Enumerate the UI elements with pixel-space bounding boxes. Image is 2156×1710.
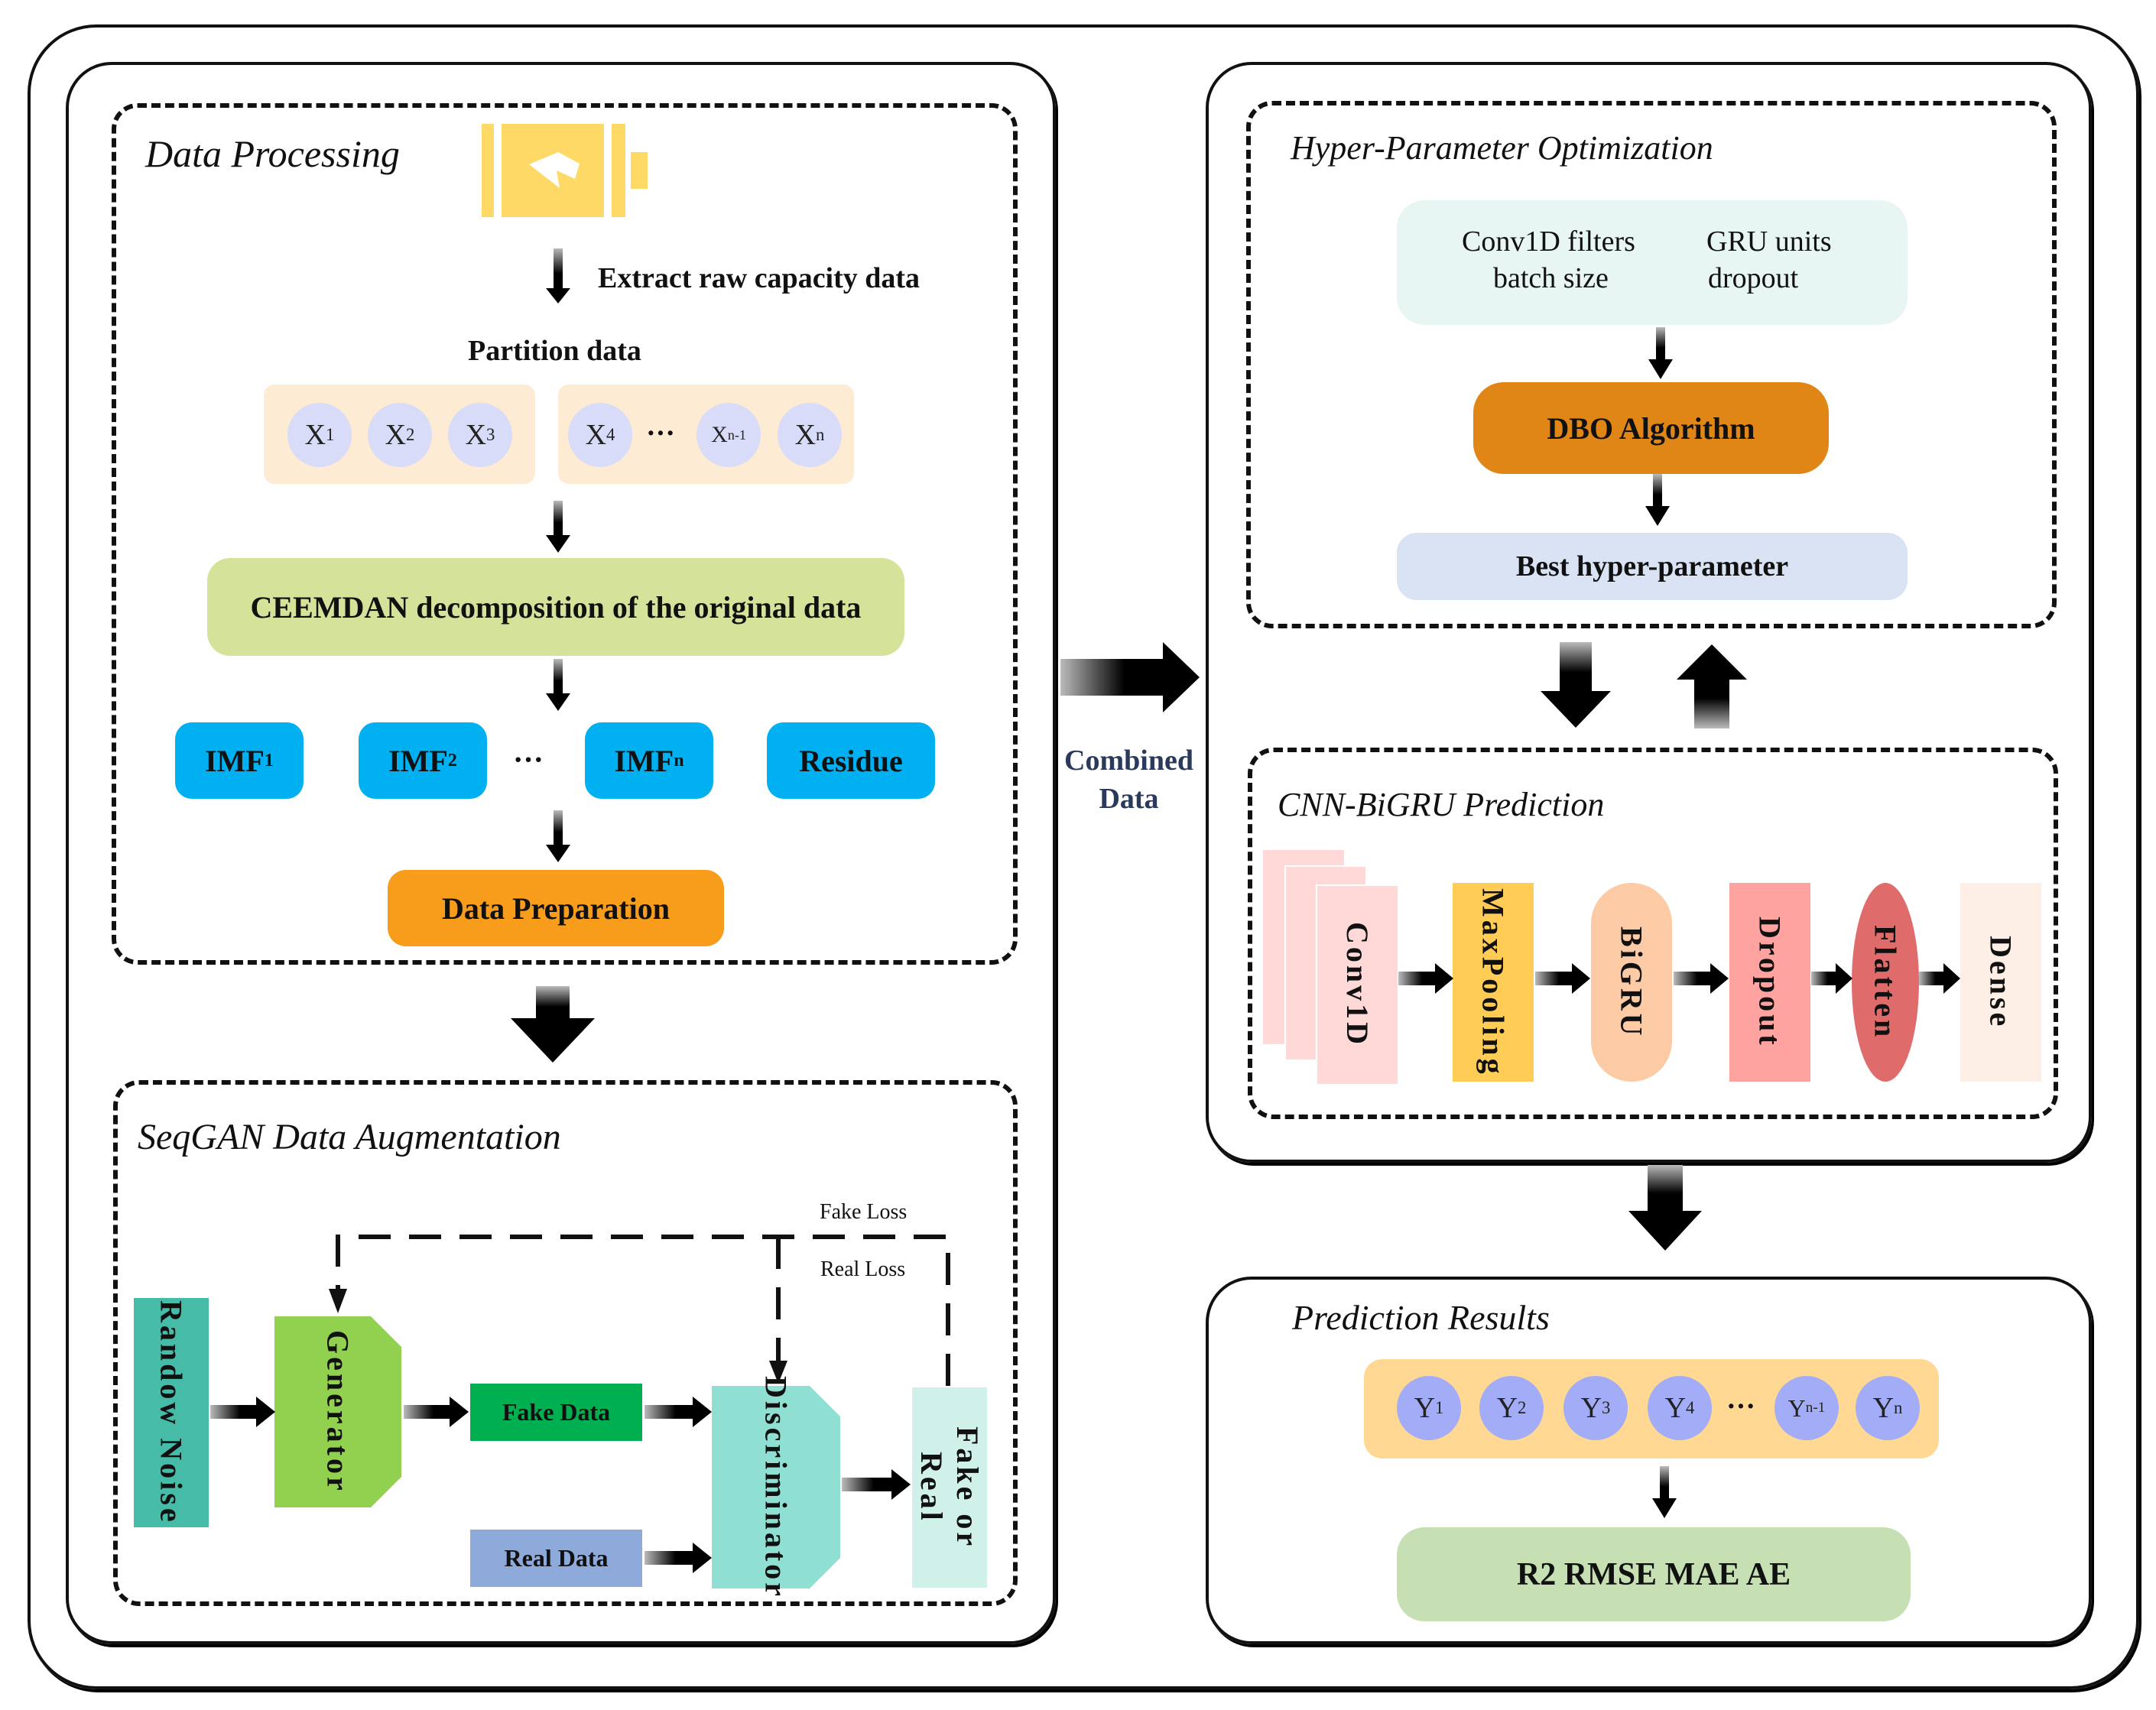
hyper-params-box: Conv1D filters GRU units batch size drop… — [1397, 200, 1908, 325]
param-gru-units: GRU units — [1706, 226, 1832, 258]
conv1d-layer: Conv1D — [1263, 850, 1398, 1084]
arrow-down-outputs-metrics — [1652, 1466, 1677, 1518]
bigru-layer: BiGRU — [1591, 883, 1672, 1082]
metrics-box: R2 RMSE MAE AE — [1397, 1527, 1911, 1621]
fake-or-real-block: Fake or Real — [912, 1387, 987, 1588]
arrow-right-discriminator-output — [842, 1469, 911, 1500]
data-processing-section — [112, 103, 1018, 965]
imf-ellipsis: ··· — [513, 742, 544, 777]
arrow-right-conv-maxpool — [1398, 963, 1453, 994]
data-preparation-box: Data Preparation — [388, 870, 724, 946]
dropout-layer: Dropout — [1729, 883, 1810, 1082]
x-ellipsis: ··· — [646, 417, 676, 449]
dbo-algorithm-box: DBO Algorithm — [1473, 382, 1829, 474]
arrow-down-to-results — [1628, 1165, 1702, 1251]
arrow-right-flatten-dense — [1919, 963, 1960, 994]
residue-box: Residue — [767, 722, 935, 799]
prediction-results-panel — [1206, 1277, 2092, 1644]
maxpooling-layer: MaxPooling — [1453, 883, 1534, 1082]
arrow-down-dbo-best — [1645, 474, 1670, 526]
hyper-parameter-section — [1246, 101, 2057, 628]
arrow-down-params-dbo — [1648, 327, 1673, 379]
cnn-bigru-section — [1248, 748, 2058, 1119]
y-ellipsis: ··· — [1726, 1390, 1756, 1423]
arrow-right-noise-generator — [210, 1397, 275, 1427]
cnn-bigru-title: CNN-BiGRU Prediction — [1278, 786, 1605, 823]
param-dropout: dropout — [1708, 262, 1799, 294]
arrow-up-to-hyper — [1677, 644, 1747, 728]
arrow-right-generator-fake — [404, 1397, 469, 1427]
param-batch-size: batch size — [1493, 262, 1609, 294]
arrow-down-partition — [546, 501, 570, 553]
left-panel — [66, 62, 1056, 1644]
discriminator-block: Discriminator — [712, 1376, 840, 1598]
arrow-down-to-seqgan — [511, 986, 595, 1063]
partition-label: Partition data — [468, 335, 641, 367]
arrow-right-combined — [1060, 642, 1200, 712]
arrow-right-fake-discriminator — [645, 1397, 712, 1427]
battery-charging-icon — [482, 124, 650, 219]
arrow-right-dropout-flatten — [1811, 963, 1852, 994]
seqgan-section — [113, 1080, 1018, 1606]
random-noise-block: Randow Noise — [134, 1298, 209, 1527]
dense-layer: Dense — [1960, 883, 2041, 1082]
arrow-down-ceemdan — [546, 659, 570, 711]
real-loss-label: Real Loss — [820, 1257, 906, 1281]
data-processing-title: Data Processing — [145, 132, 400, 175]
extract-label: Extract raw capacity data — [598, 262, 921, 294]
fake-data-block: Fake Data — [470, 1384, 642, 1441]
arrow-down-imf — [546, 810, 570, 862]
combined-label-line1: Combined — [1064, 745, 1193, 777]
right-model-panel — [1206, 62, 2092, 1163]
real-data-block: Real Data — [470, 1530, 642, 1587]
arrow-down-extract — [546, 248, 570, 303]
combined-data-label: Combined Data — [1058, 741, 1200, 818]
hyper-parameter-title: Hyper-Parameter Optimization — [1291, 129, 1713, 167]
seqgan-title: SeqGAN Data Augmentation — [138, 1117, 561, 1157]
best-hyper-parameter-box: Best hyper-parameter — [1397, 533, 1908, 600]
arrow-right-real-discriminator — [645, 1543, 712, 1573]
param-conv1d-filters: Conv1D filters — [1462, 226, 1635, 258]
ceemdan-box: CEEMDAN decomposition of the original da… — [207, 558, 904, 656]
generator-block: Generator — [274, 1316, 401, 1507]
prediction-results-title: Prediction Results — [1292, 1298, 1550, 1337]
fake-loss-label: Fake Loss — [820, 1200, 908, 1225]
arrow-right-maxpool-bigru — [1535, 963, 1590, 994]
outer-frame — [28, 24, 2139, 1689]
flatten-layer: Flatten — [1852, 883, 1919, 1082]
combined-label-line2: Data — [1099, 783, 1159, 815]
arrow-down-to-cnn — [1541, 642, 1611, 728]
arrow-right-bigru-dropout — [1674, 963, 1729, 994]
